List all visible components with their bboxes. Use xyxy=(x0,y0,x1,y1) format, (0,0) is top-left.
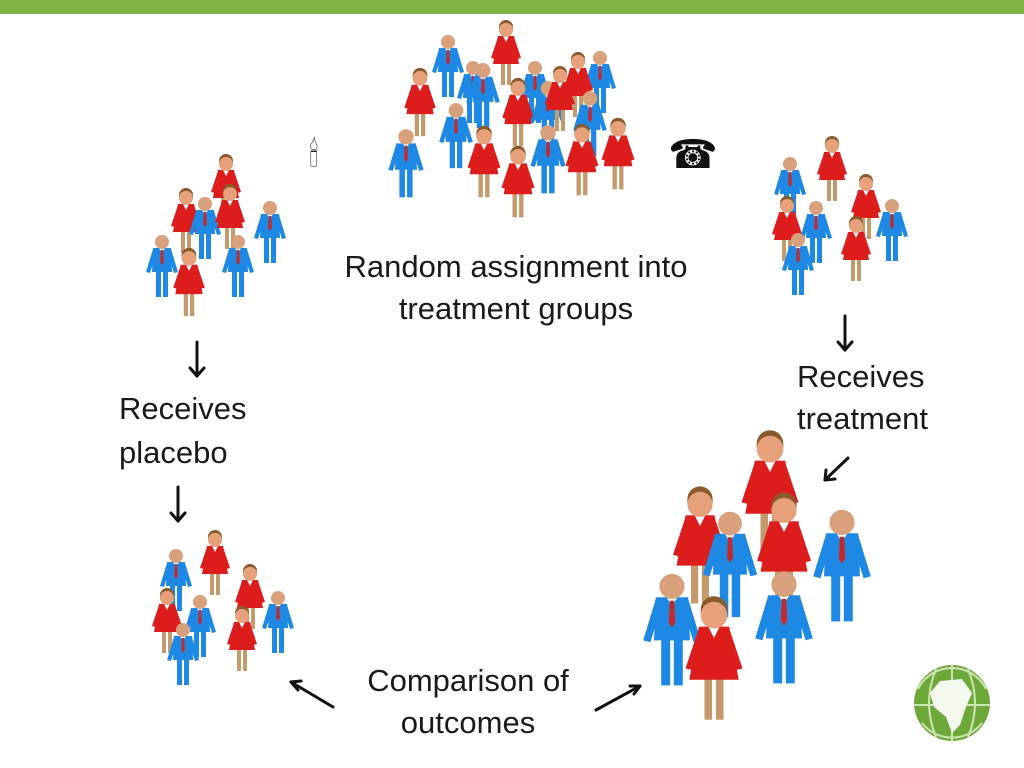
arrow-compare-right xyxy=(594,684,642,712)
placebo-group-bottom xyxy=(152,530,294,685)
person-female-figure xyxy=(200,530,230,595)
person-male-figure xyxy=(530,125,566,194)
treatment-group-top xyxy=(772,136,908,295)
label-comparison-of-outcomes: Comparison of outcomes xyxy=(367,663,569,740)
label-receives-treatment: Receives treatment xyxy=(797,359,928,436)
arrow-to-treatment-label xyxy=(836,314,854,352)
placebo-group-top xyxy=(146,154,286,317)
arrow-to-placebo-group xyxy=(169,485,187,523)
arrow-compare-left xyxy=(289,679,335,709)
label-receives-placebo: Receives placebo xyxy=(119,391,247,470)
person-male-figure xyxy=(388,129,424,198)
person-male-figure xyxy=(755,571,813,684)
globe-africa-logo xyxy=(914,665,990,741)
person-male-figure xyxy=(432,35,464,97)
treatment-group-large xyxy=(643,430,871,720)
person-female-figure xyxy=(841,216,871,281)
person-male-figure xyxy=(146,235,178,297)
person-male-figure xyxy=(262,591,294,653)
person-female-figure xyxy=(491,20,521,85)
person-female-figure xyxy=(501,145,535,218)
top-accent-bar xyxy=(0,0,1024,14)
person-male-figure xyxy=(813,509,871,622)
person-female-figure xyxy=(467,125,501,198)
person-male-figure xyxy=(782,233,814,295)
population-crowd xyxy=(388,20,635,218)
person-female-figure xyxy=(404,67,436,137)
person-male-figure xyxy=(876,199,908,261)
arrow-to-treatment-group xyxy=(823,456,850,482)
person-male-figure xyxy=(254,201,286,263)
arrow-to-placebo-label xyxy=(188,340,206,378)
telephone-icon: ☎ xyxy=(668,132,718,178)
person-female-figure xyxy=(601,117,635,190)
label-random-assignment: Random assignment into treatment groups xyxy=(344,249,688,326)
candle-icon: 🕯 xyxy=(309,135,319,175)
person-female-figure xyxy=(817,136,847,201)
